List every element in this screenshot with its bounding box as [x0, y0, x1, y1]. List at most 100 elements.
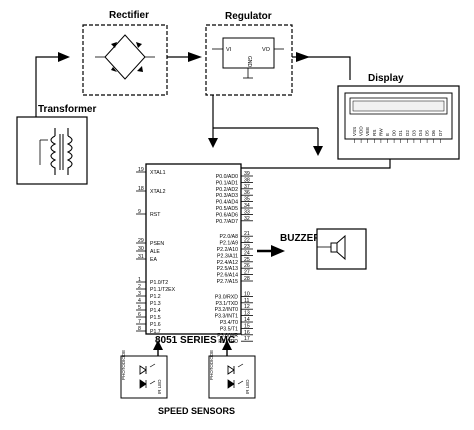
mcu-right-pin-label: P0.3/AD3 [216, 193, 238, 199]
arrow-sensor1-mcu [153, 340, 163, 350]
mcu-right-pin-number: 13 [244, 311, 250, 317]
mcu-left-pin-number: 18 [138, 186, 144, 192]
lcd-pin-label: D2 [405, 130, 410, 136]
mcu-left-pin-label: P1.2 [150, 294, 161, 300]
mcu-left-pin-label: P1.6 [150, 322, 161, 328]
mcu-right-pin-number: 12 [244, 304, 250, 310]
regulator-pin-gnd: GND [246, 56, 252, 68]
mcu-right-pin-number: 35 [244, 197, 250, 203]
mcu-right-pins: 39P0.0/AD038P0.1/AD137P0.2/AD236P0.3/AD3… [215, 171, 253, 345]
mcu-right-pin-label: P3.0/RXD [215, 294, 238, 300]
mcu-right-pin-label: P3.7/RD [218, 339, 238, 345]
lcd-pin-label: D3 [411, 130, 416, 136]
regulator-label: Regulator [225, 11, 272, 22]
sensor2-irled-label: IR LED [245, 379, 250, 394]
mcu-right-pin-label: P3.2/INT0 [215, 307, 238, 313]
lcd-pin-label: VEE [365, 127, 370, 136]
rectifier-label: Rectifier [109, 10, 149, 21]
lcd-pin-label: D1 [398, 130, 403, 136]
speed-sensor-1 [120, 355, 168, 399]
mcu-right-pin-number: 16 [244, 330, 250, 336]
mcu-left-pin-label: P1.0/T2 [150, 280, 168, 286]
mcu-left-pin-label: EA [150, 257, 157, 263]
mcu-right-pin-number: 11 [244, 298, 249, 304]
mcu-left-pin-label: P1.7 [150, 329, 161, 335]
mcu-left-pin-number: 5 [138, 305, 141, 311]
display-block [337, 85, 460, 160]
wire-transformer-rectifier [35, 56, 60, 117]
mcu-left-pin-number: 2 [138, 284, 141, 290]
speed-sensors-label: SPEED SENSORS [158, 406, 235, 416]
lcd-pin-label: D7 [438, 130, 443, 136]
mcu-left-pin-number: 19 [138, 167, 144, 173]
sensor1-photodiode-label: PHOTODIODE [121, 350, 126, 380]
lcd-pin-label: D0 [392, 130, 397, 136]
mcu-left-pin-number: 30 [138, 246, 144, 252]
mcu-right-pin-number: 23 [244, 244, 250, 250]
mcu-right-pin-number: 17 [244, 336, 250, 342]
lcd-pin-label: D4 [418, 130, 423, 136]
mcu-left-pin-label: P1.3 [150, 301, 161, 307]
lcd-pin-label: VSS [352, 127, 357, 136]
mcu-right-pin-number: 26 [244, 263, 250, 269]
lcd-pin-label: E [385, 133, 390, 136]
mcu-left-pin-label: P1.1/T2EX [150, 287, 176, 293]
arrow-sensor2-mcu [222, 340, 232, 350]
mcu-right-pin-number: 21 [244, 231, 250, 237]
mcu-right-pin-label: P0.0/AD0 [216, 174, 238, 180]
mcu-right-pin-label: P0.6/AD6 [216, 212, 238, 218]
mcu-block [145, 163, 242, 335]
buzzer-label: BUZZER [280, 233, 321, 244]
mcu-right-pin-label: P2.3/A11 [217, 253, 238, 259]
regulator-pin-vo: VO [262, 47, 271, 53]
mcu-left-pin-number: 31 [138, 254, 144, 260]
mcu-right-pin-number: 10 [244, 291, 250, 297]
lcd-pin-label: RW [378, 128, 383, 136]
mcu-left-pin-label: P1.4 [150, 308, 161, 314]
mcu-left-pin-label: ALE [150, 249, 160, 255]
mcu-right-pin-number: 37 [244, 184, 250, 190]
mcu-right-pin-number: 22 [244, 238, 250, 244]
mcu-left-pin-number: 29 [138, 238, 144, 244]
mcu-right-pin-number: 25 [244, 257, 250, 263]
mcu-left-pin-number: 9 [138, 209, 141, 215]
mcu-right-pin-number: 33 [244, 209, 250, 215]
lcd-pin-label: D5 [425, 130, 430, 136]
regulator-block [205, 24, 293, 96]
mcu-right-pin-number: 24 [244, 250, 250, 256]
mcu-right-pin-number: 32 [244, 216, 250, 222]
mcu-label: 8051 SERIES MC [155, 335, 235, 346]
lcd-pin-label: RS [372, 130, 377, 136]
transformer-block [16, 116, 88, 185]
mcu-right-pin-label: P3.5/T1 [220, 326, 238, 332]
arrow-into-mcu-power [208, 138, 218, 148]
wire-regulator-display [292, 56, 351, 80]
mcu-right-pin-number: 36 [244, 190, 250, 196]
mcu-right-pin-label: P3.6/WR [217, 333, 238, 339]
mcu-left-pin-number: 4 [138, 298, 141, 304]
mcu-left-pin-label: P1.5 [150, 315, 161, 321]
mcu-right-pin-number: 15 [244, 323, 250, 329]
sensor2-photodiode-label: PHOTODIODE [209, 350, 214, 380]
display-label: Display [368, 73, 404, 84]
mcu-right-pin-label: P3.4/T0 [220, 320, 238, 326]
wire-mcu-display-data [240, 159, 391, 169]
mcu-right-pin-number: 38 [244, 177, 250, 183]
mcu-left-pin-number: 8 [138, 326, 141, 332]
arrow-regulator-output [296, 52, 310, 62]
mcu-right-pin-number: 14 [244, 317, 250, 323]
mcu-right-pin-label: P0.4/AD4 [216, 200, 238, 206]
mcu-right-pin-label: P2.5/A13 [217, 266, 238, 272]
mcu-right-pin-label: P2.1/A9 [220, 241, 239, 247]
mcu-right-pin-label: P2.7/A15 [217, 279, 238, 285]
arrow-into-regulator [188, 52, 202, 62]
mcu-left-pin-number: 6 [138, 312, 141, 318]
mcu-right-pin-number: 34 [244, 203, 250, 209]
speed-sensor-2 [208, 355, 256, 399]
mcu-right-pin-number: 39 [244, 171, 250, 177]
regulator-pin-vi: VI [226, 47, 232, 53]
mcu-left-pin-label: XTAL2 [150, 189, 166, 195]
